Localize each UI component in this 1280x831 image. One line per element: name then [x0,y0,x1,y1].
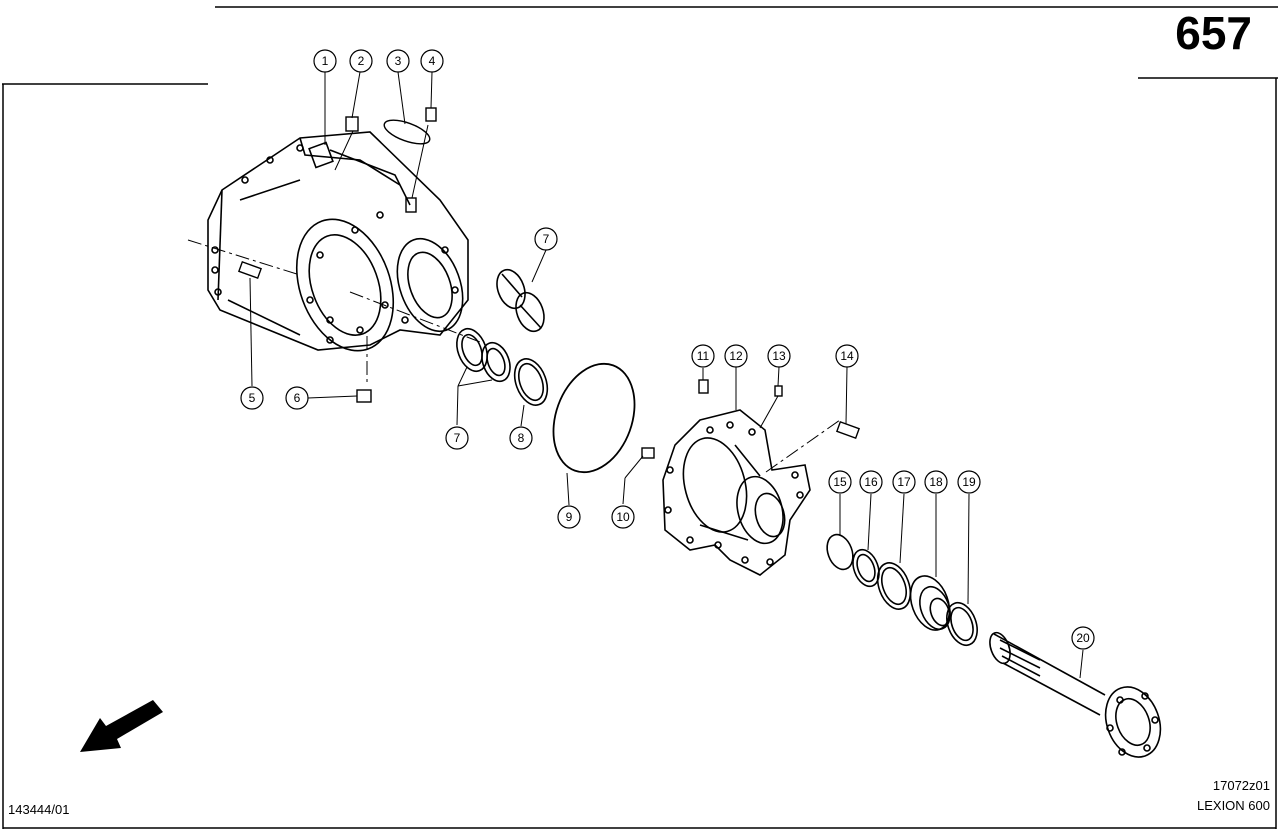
catalog-reference: 143444/01 [8,802,70,817]
callout-7-rings: 7 [454,431,461,445]
callout-9: 9 [566,510,573,524]
callout-20: 20 [1076,631,1090,645]
bolt [835,420,861,440]
shim-ring [852,548,880,588]
callout-3: 3 [395,54,402,68]
drawing-code: 17072z01 [1212,778,1270,793]
grease-nipple [698,379,709,394]
callout-2: 2 [358,54,365,68]
direction-arrow-icon [80,700,163,752]
gear-housing [207,131,469,352]
callout-17: 17 [897,475,911,489]
plug [641,447,655,459]
flange-housing [662,409,811,576]
callout-5: 5 [249,391,256,405]
callout-11: 11 [697,349,710,363]
callout-16: 16 [864,475,878,489]
sleeve [496,268,545,333]
plug-screw [425,107,437,122]
callout-1: 1 [322,54,329,68]
callout-6: 6 [294,391,301,405]
cover-plate [383,119,431,145]
drive-shaft [989,631,1162,758]
bolt [237,260,263,280]
drain-plug [356,389,372,403]
model-name: LEXION 600 [1197,798,1270,813]
circlip [876,562,912,610]
callout-15: 15 [833,475,847,489]
page-number: 657 [1175,7,1252,59]
callout-7-sleeve: 7 [543,232,550,246]
fitting [405,197,417,213]
callout-10: 10 [616,510,630,524]
callout-8: 8 [518,431,525,445]
callout-18: 18 [929,475,943,489]
callout-4: 4 [429,54,436,68]
callout-12: 12 [729,349,743,363]
callout-14: 14 [840,349,854,363]
callout-13: 13 [772,349,786,363]
o-ring [552,362,636,474]
seal-ring [456,327,488,373]
snap-ring [513,358,549,406]
seal-ring [946,601,978,647]
seal-ring [481,341,511,383]
screw [774,385,783,397]
snap-ring [826,533,854,571]
breather-valve [345,116,359,132]
callout-19: 19 [962,475,976,489]
